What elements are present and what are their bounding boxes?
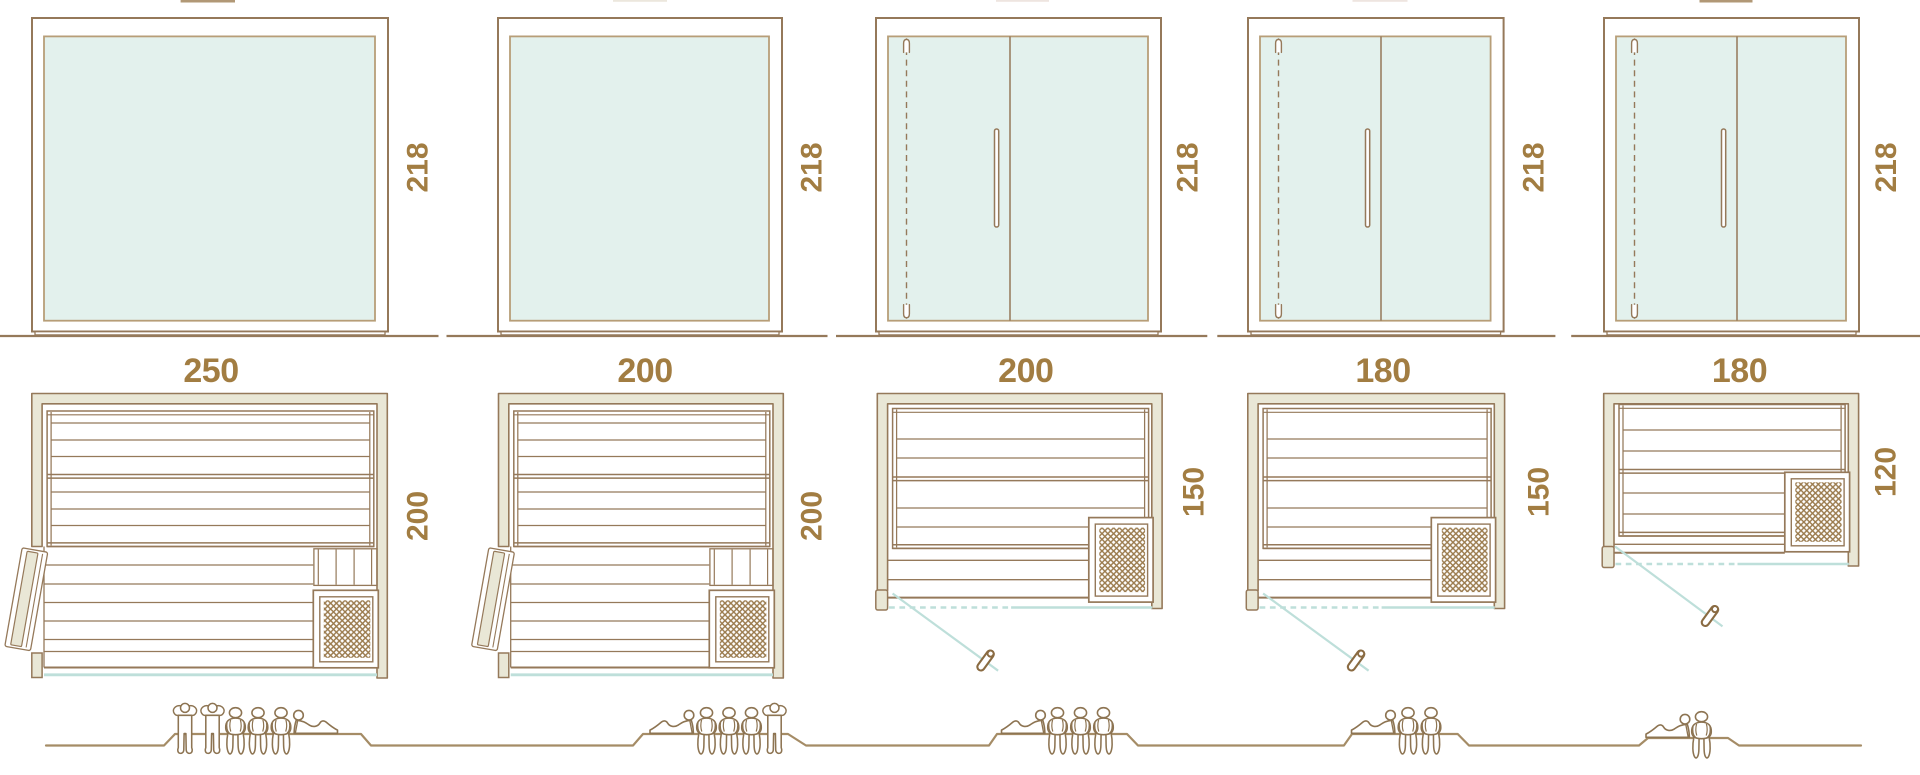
- svg-text:200: 200: [617, 352, 672, 390]
- svg-text:218: 218: [1518, 142, 1551, 192]
- svg-text:218: 218: [402, 142, 435, 192]
- svg-text:200: 200: [796, 491, 829, 541]
- svg-text:250: 250: [183, 352, 238, 390]
- svg-text:150: 150: [1178, 467, 1211, 517]
- svg-text:180: 180: [1355, 352, 1410, 390]
- svg-text:218: 218: [1172, 142, 1205, 192]
- svg-text:218: 218: [1870, 142, 1903, 192]
- svg-text:218: 218: [796, 142, 829, 192]
- svg-text:150: 150: [1523, 467, 1556, 517]
- svg-text:180: 180: [1712, 352, 1767, 390]
- svg-text:200: 200: [998, 352, 1053, 390]
- svg-text:120: 120: [1870, 447, 1903, 497]
- svg-text:200: 200: [402, 491, 435, 541]
